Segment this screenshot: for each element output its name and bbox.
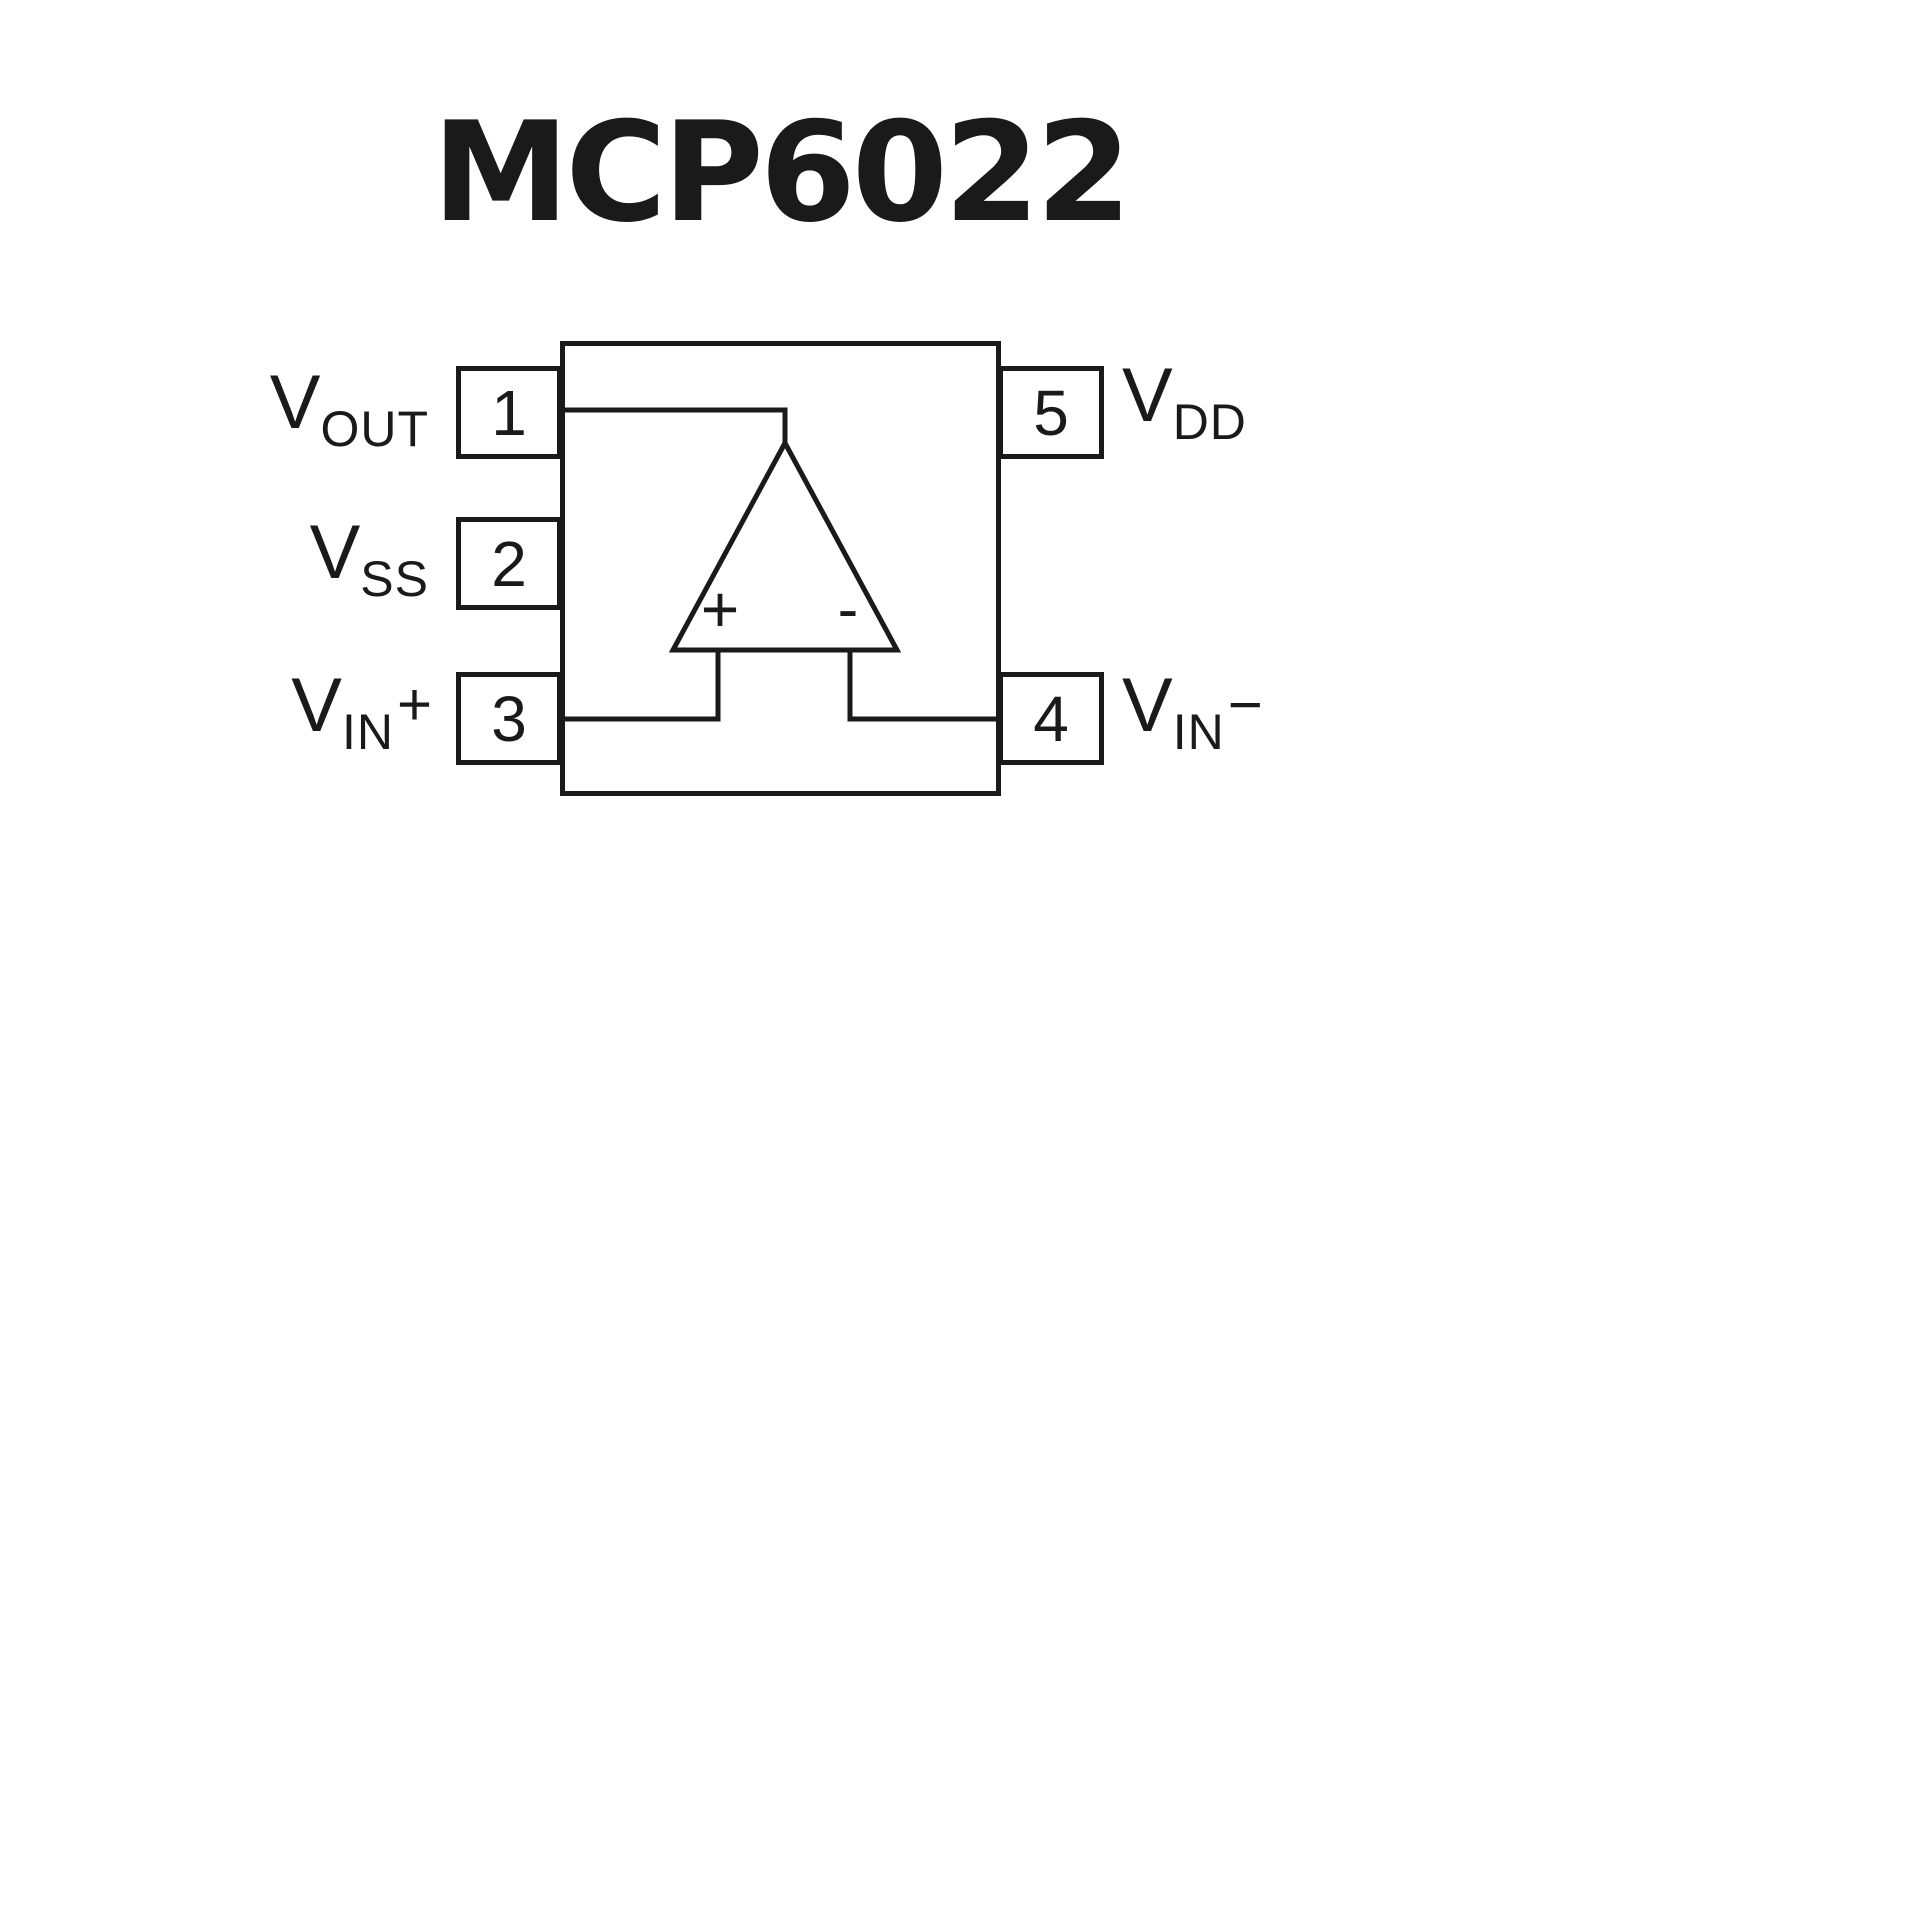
pin-4-number: 4 <box>1033 682 1069 755</box>
pin-3-label-suffix: + <box>396 671 432 738</box>
pin-3-label-letter: V <box>291 663 342 748</box>
pin-5-number: 5 <box>1033 376 1069 449</box>
pin-3-number: 3 <box>491 682 527 755</box>
pin-3-label-subscript: IN <box>341 704 394 760</box>
pin-1-label-subscript: OUT <box>320 401 429 457</box>
pin-2-label-letter: V <box>309 510 361 595</box>
pin-3-box: 3 <box>456 672 562 765</box>
pin-5-label-letter: V <box>1122 353 1173 438</box>
pin-5-label-vdd: VDD <box>1122 358 1250 448</box>
pin-5-box: 5 <box>998 366 1104 459</box>
pin-2-label-vss: VSS <box>310 515 432 605</box>
pin-2-box: 2 <box>456 517 562 610</box>
pin-1-number: 1 <box>491 376 527 449</box>
pin-1-label-letter: V <box>269 360 321 445</box>
pin-3-label-vin-plus: VIN+ <box>291 668 432 758</box>
pin-4-label-suffix: − <box>1227 671 1263 738</box>
pin-2-number: 2 <box>491 527 527 600</box>
page-title: MCP6022 <box>432 92 1132 253</box>
chip-body <box>560 341 1001 796</box>
pin-4-label-vin-minus: VIN− <box>1122 668 1263 758</box>
pin-1-label-vout: VOUT <box>270 365 432 455</box>
pin-4-label-letter: V <box>1122 663 1173 748</box>
pin-1-box: 1 <box>456 366 562 459</box>
pin-5-label-subscript: DD <box>1172 394 1247 450</box>
pin-4-box: 4 <box>998 672 1104 765</box>
pin-2-label-subscript: SS <box>360 551 429 607</box>
pin-4-label-subscript: IN <box>1172 704 1225 760</box>
